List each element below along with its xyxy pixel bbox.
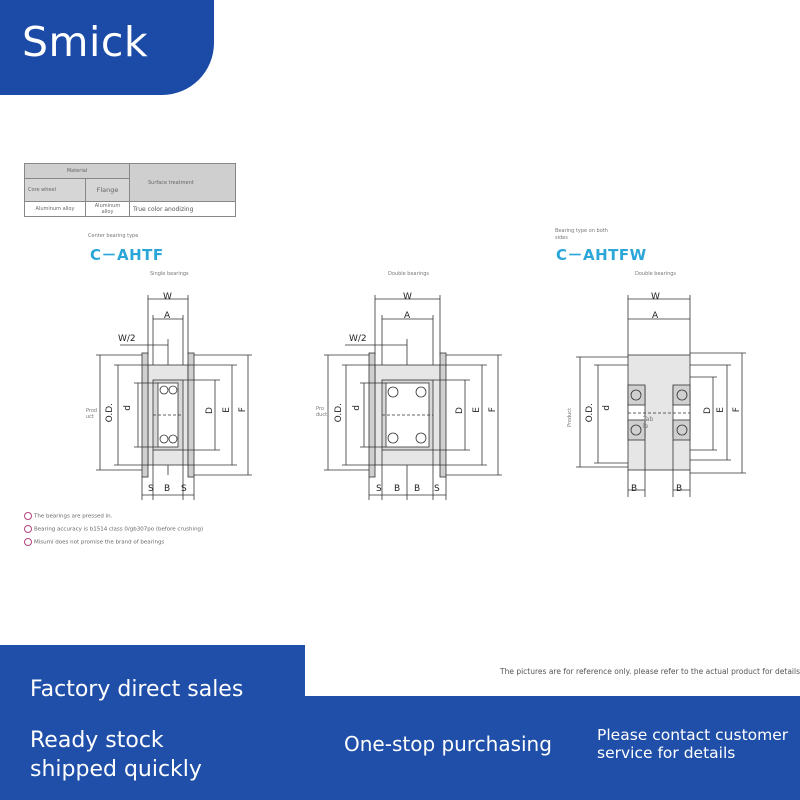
- d3-F-label: F: [732, 407, 742, 413]
- promo-shipped-quickly: shipped quickly: [30, 757, 202, 782]
- d1-bottom-b: B: [164, 484, 171, 494]
- d1-w-label: W: [163, 292, 172, 302]
- d2-a-label: A: [404, 311, 411, 321]
- diagram1-subcaption: Single bearings: [150, 271, 189, 277]
- promo-right-panel: [305, 696, 800, 800]
- flange-header: Flange: [85, 178, 130, 202]
- note-bullet-icon: [24, 512, 32, 520]
- d3-d-label: d: [602, 405, 612, 411]
- d3-side-label: Product: [567, 408, 573, 427]
- d3-od-label: O.D.: [585, 403, 595, 423]
- surface-header: Surface treatment: [129, 163, 236, 202]
- note-bullet-icon: [24, 538, 32, 546]
- diagram3-caption: Bearing type on both sides: [555, 228, 608, 241]
- core-wheel-header: Core wheel: [24, 178, 86, 202]
- d3-a-label: A: [652, 311, 659, 321]
- d2-F-label: F: [488, 407, 498, 413]
- promo-left-panel: [0, 645, 305, 800]
- d3-bottom-b1: B: [631, 484, 638, 494]
- d2-bottom-b2: B: [414, 484, 421, 494]
- d3-bottom-b2: B: [676, 484, 683, 494]
- note-1: The bearings are pressed in.: [24, 512, 112, 520]
- diagram1-caption: Center bearing type: [88, 233, 139, 239]
- material-header: Material: [24, 163, 130, 179]
- diagram1-model: C－AHTF: [90, 246, 164, 264]
- note-3: Misumi does not promise the brand of bea…: [24, 538, 164, 546]
- d2-bottom-b1: B: [394, 484, 401, 494]
- d3-E-label: E: [716, 407, 726, 413]
- d2-side-label: Pro duct: [316, 406, 328, 418]
- note-2: Bearing accuracy is b1514 class 0/gb307p…: [24, 525, 203, 533]
- d3-w-label: W: [651, 292, 660, 302]
- promo-one-stop: One-stop purchasing: [344, 732, 552, 756]
- d2-od-label: O.D.: [334, 403, 344, 423]
- diagram1-drawing: [96, 295, 252, 500]
- diagram3-model: C－AHTFW: [556, 246, 647, 264]
- diagram3-drawing: [576, 295, 746, 497]
- d3-D-label: D: [703, 407, 713, 414]
- promo-contact-1: Please contact customer: [597, 726, 789, 744]
- d2-d-label: d: [352, 405, 362, 411]
- brand-name: Smick: [22, 18, 149, 66]
- d1-D-label: D: [205, 407, 215, 414]
- brand-tab: Smick: [0, 0, 214, 95]
- d1-od-label: O.D.: [105, 403, 115, 423]
- flange-value: Aluminum alloy: [85, 201, 130, 217]
- d2-E-label: E: [472, 407, 482, 413]
- note-bullet-icon: [24, 525, 32, 533]
- d3-table-label: Tab le: [643, 416, 654, 430]
- d1-E-label: E: [222, 407, 232, 413]
- promo-ready-stock: Ready stock: [30, 728, 164, 753]
- d2-bottom-s2: S: [434, 484, 440, 494]
- d1-F-label: F: [238, 407, 248, 413]
- material-table: Material Surface treatment Core wheel Fl…: [24, 163, 236, 217]
- reference-note: The pictures are for reference only. ple…: [500, 667, 800, 676]
- diagram2-drawing: [324, 295, 502, 500]
- promo-factory-direct: Factory direct sales: [30, 677, 244, 702]
- d2-w2-label: W/2: [349, 334, 367, 344]
- d2-bottom-s1: S: [376, 484, 382, 494]
- d1-bottom-s2: S: [181, 484, 187, 494]
- promo-contact-2: service for details: [597, 744, 736, 762]
- core-wheel-value: Aluminum alloy: [24, 201, 86, 217]
- d2-w-label: W: [403, 292, 412, 302]
- d1-w2-label: W/2: [118, 334, 136, 344]
- d1-a-label: A: [164, 311, 171, 321]
- diagram2-subcaption: Double bearings: [388, 271, 430, 277]
- d1-d-label: d: [123, 405, 133, 411]
- d1-side-label: Prod uct: [86, 408, 98, 420]
- d1-bottom-s1: S: [148, 484, 154, 494]
- surface-value: True color anodizing: [129, 201, 236, 217]
- d2-D-label: D: [455, 407, 465, 414]
- diagram3-subcaption: Double bearings: [635, 271, 677, 277]
